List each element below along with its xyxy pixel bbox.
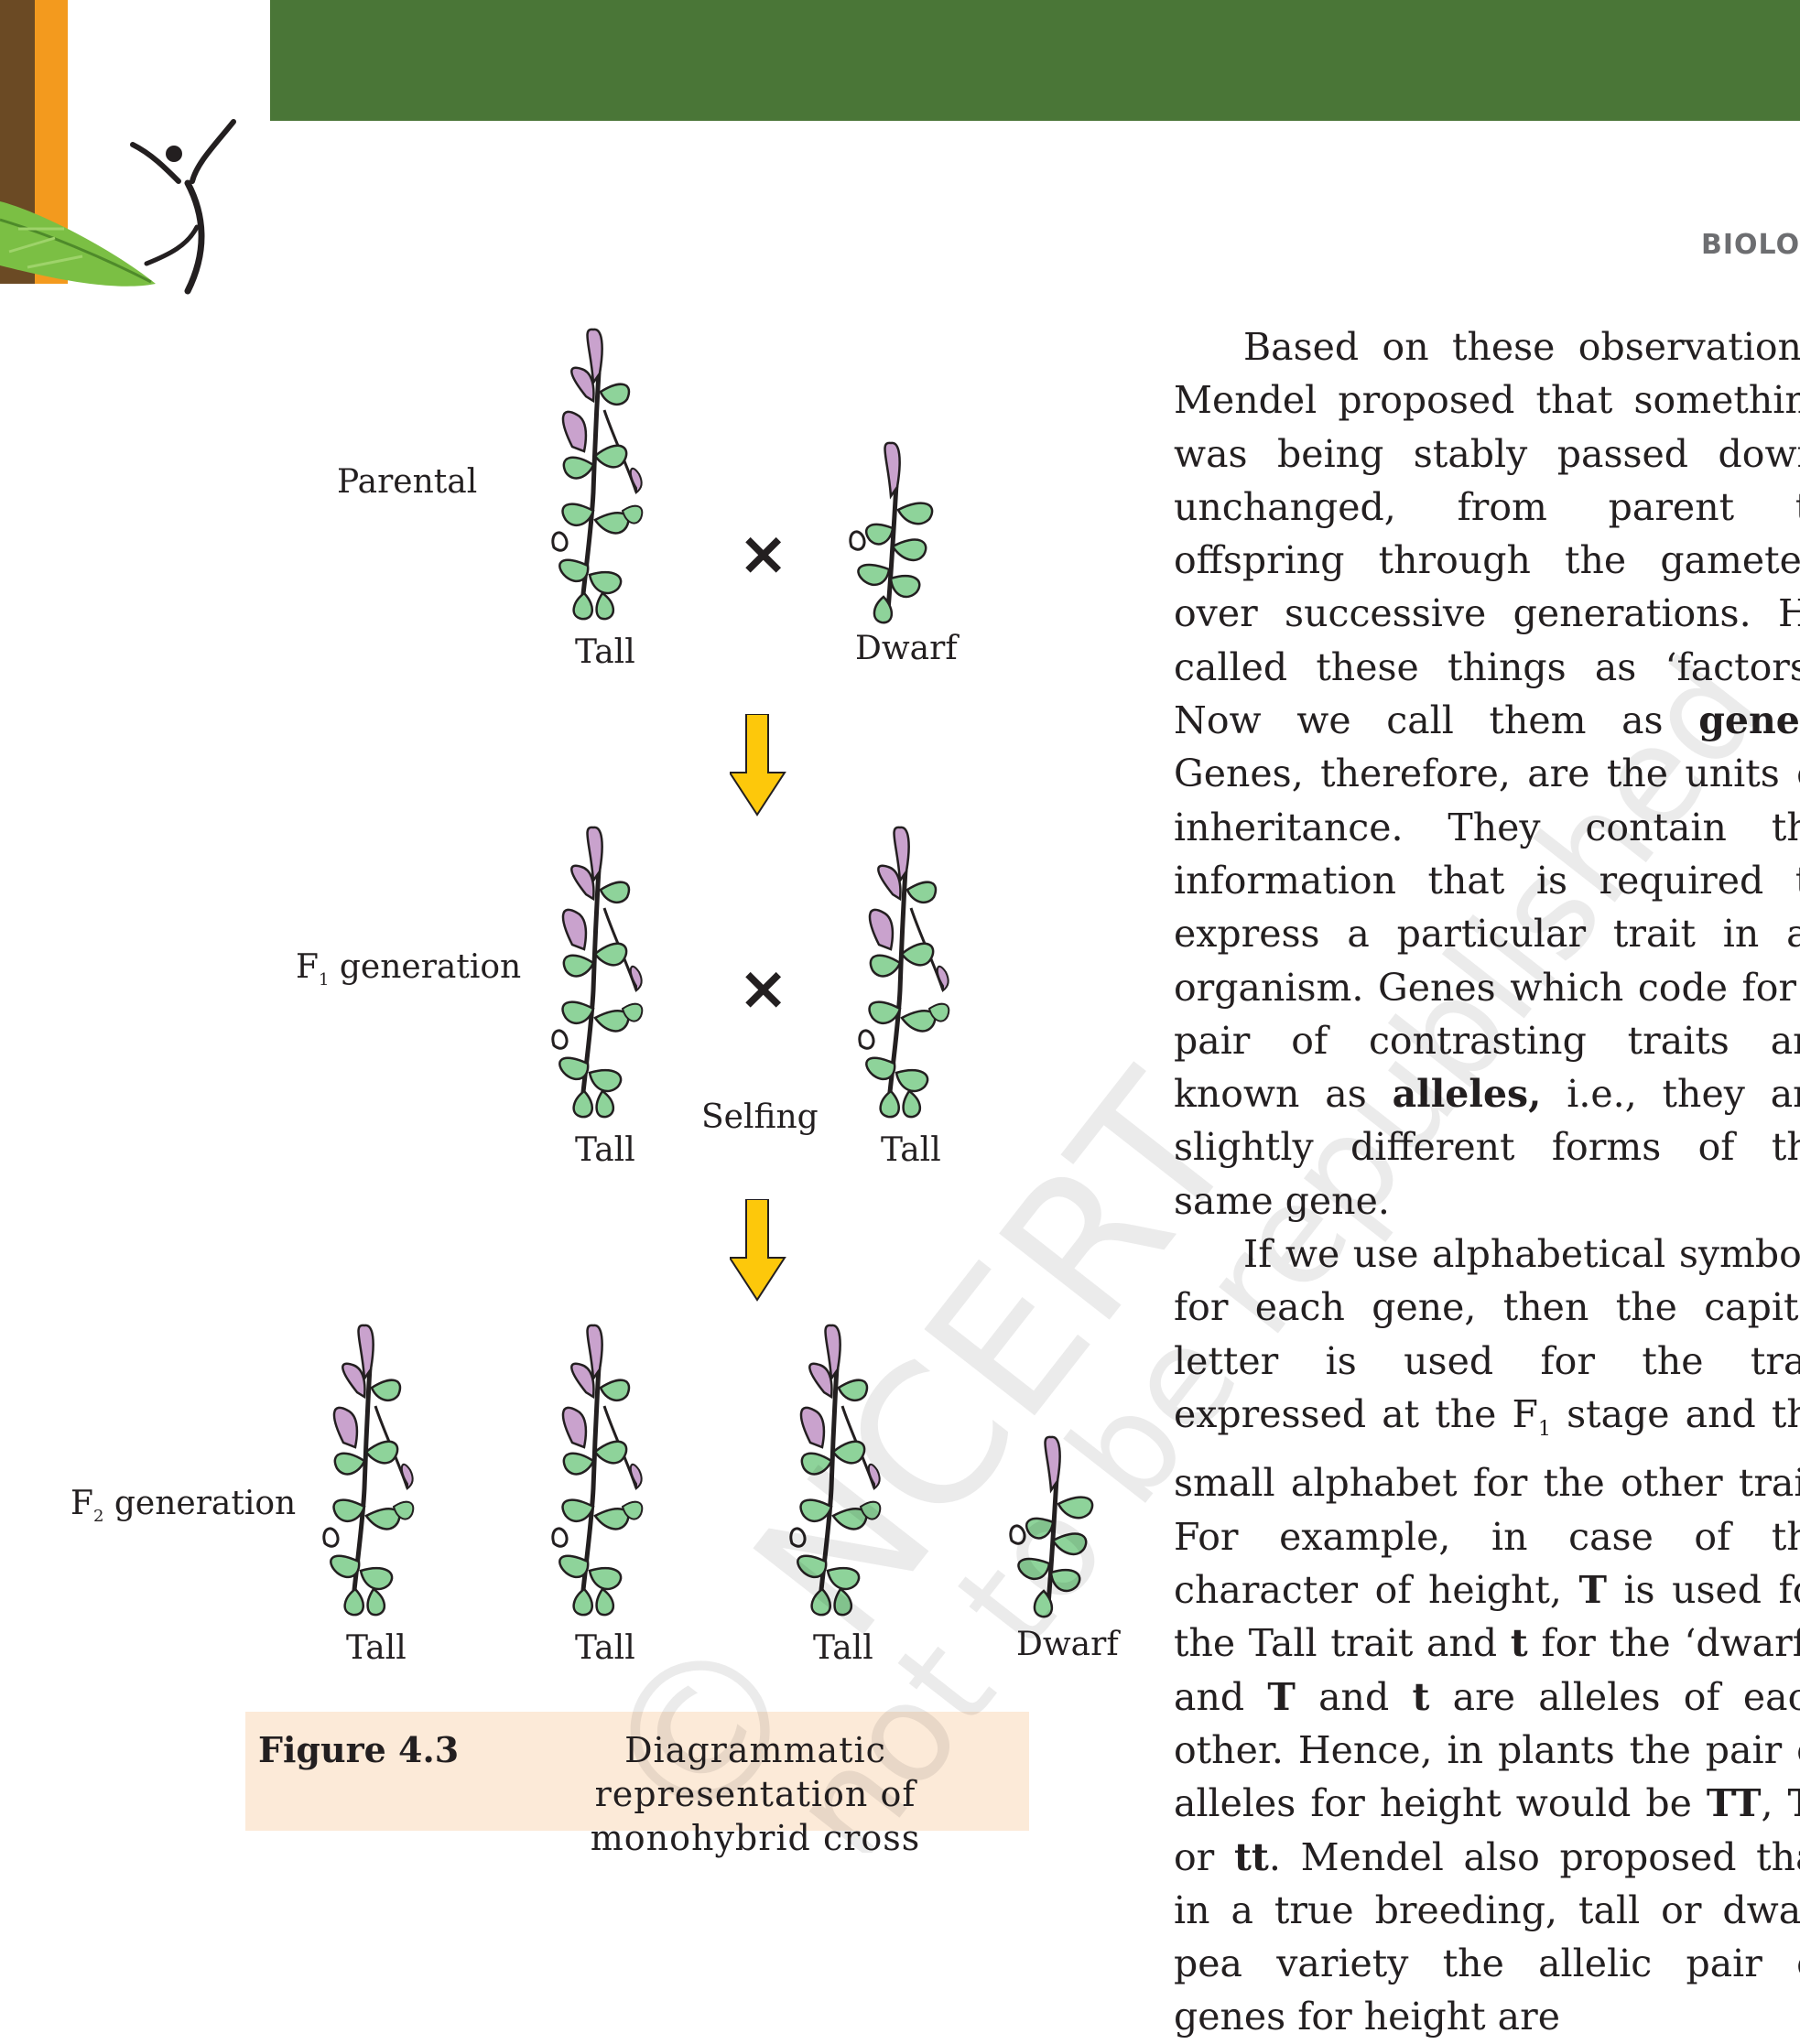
header-band	[270, 0, 1800, 121]
label-tall: Tall	[575, 1629, 635, 1667]
cross-symbol: ×	[738, 518, 789, 589]
label-tall: Tall	[575, 1131, 635, 1169]
figure-number: Figure 4.3	[258, 1729, 460, 1770]
dwarf-plant-icon	[847, 441, 975, 633]
figure-caption-box	[245, 1712, 1029, 1831]
row-label-f2: F2 generation	[70, 1485, 297, 1527]
tall-plant-icon	[549, 328, 678, 630]
dancer-logo-icon	[130, 119, 236, 295]
paragraph: Based on these observations, Mendel prop…	[1174, 325, 1800, 1223]
label-tall: Tall	[575, 633, 635, 671]
label-selfing: Selfing	[701, 1098, 819, 1136]
tall-plant-icon	[549, 1324, 678, 1626]
cross-symbol: ×	[738, 953, 789, 1023]
tall-plant-icon	[549, 826, 678, 1128]
paragraph: If we use alphabetical symbols for each …	[1174, 1232, 1800, 2039]
tall-plant-icon	[856, 826, 984, 1128]
leaf-icon	[0, 201, 156, 287]
tall-plant-icon	[320, 1324, 449, 1626]
label-dwarf: Dwarf	[855, 630, 958, 667]
label-dwarf: Dwarf	[1016, 1626, 1119, 1663]
section-label: BIOLOGY	[1701, 229, 1800, 261]
label-tall: Tall	[813, 1629, 873, 1667]
label-tall: Tall	[881, 1131, 941, 1169]
down-arrow-icon	[730, 1199, 786, 1301]
down-arrow-icon	[730, 714, 786, 816]
figure-caption-text: Diagrammatic representation of monohybri…	[590, 1730, 921, 1858]
label-tall: Tall	[346, 1629, 407, 1667]
row-label-parental: Parental	[337, 463, 478, 501]
dwarf-plant-icon	[1007, 1435, 1135, 1628]
tall-plant-icon	[787, 1324, 916, 1626]
body-text: Based on these observations, Mendel prop…	[1174, 320, 1800, 2044]
row-label-f1: F1 generation	[296, 948, 522, 990]
